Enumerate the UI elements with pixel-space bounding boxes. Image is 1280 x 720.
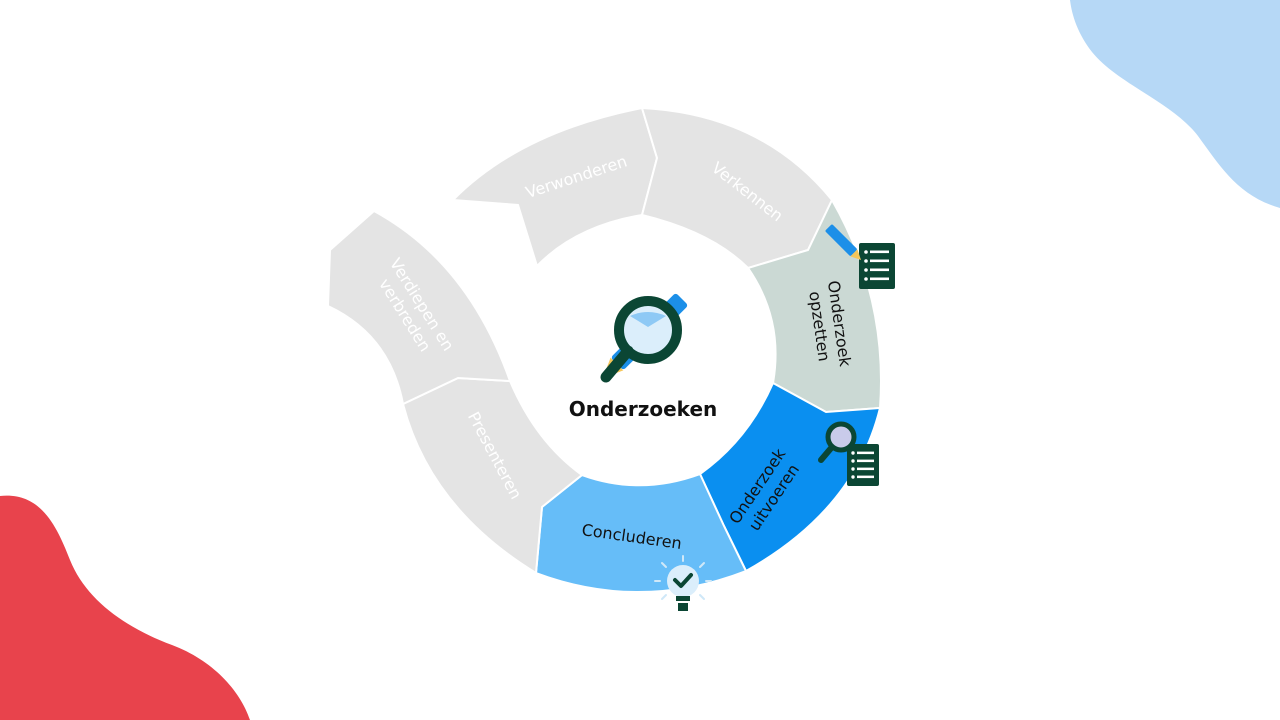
pencil-checklist-icon: [825, 224, 895, 289]
magnifier-pencil-icon: [600, 293, 688, 383]
blue-corner-blob: [1070, 0, 1280, 208]
red-corner-blob: [0, 495, 250, 720]
segment-verdiepen-en-verbreden[interactable]: [326, 209, 512, 406]
lightbulb-check-icon: [654, 555, 712, 611]
center-title: Onderzoeken: [569, 397, 718, 421]
magnifier-checklist-icon: [818, 421, 879, 486]
